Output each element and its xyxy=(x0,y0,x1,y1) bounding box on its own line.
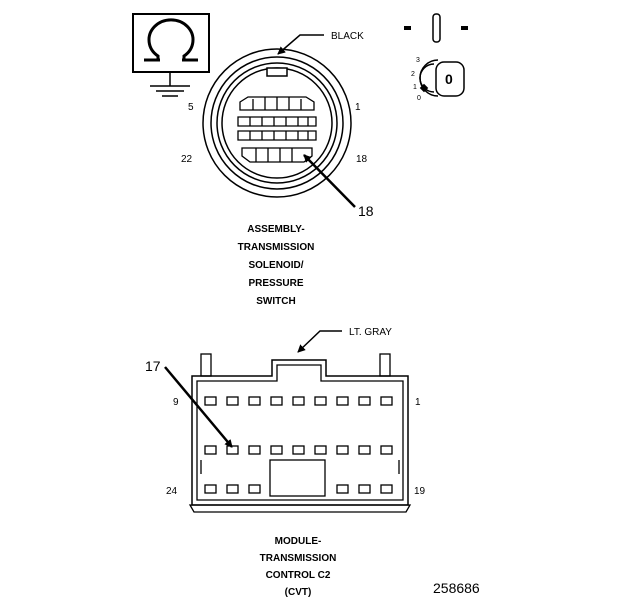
upper-caption-line: TRANSMISSION xyxy=(238,242,315,253)
lower-caption-line: TRANSMISSION xyxy=(260,553,337,564)
upper-caption: ASSEMBLY- TRANSMISSION SOLENOID/ PRESSUR… xyxy=(238,224,315,307)
lower-caption-line: (CVT) xyxy=(285,587,312,598)
upper-pin-label-top-left: 5 xyxy=(188,102,194,113)
upper-pin-label-bottom-left: 22 xyxy=(181,154,193,165)
upper-caption-line: SWITCH xyxy=(256,296,295,307)
upper-connector: BLACK 5 1 22 18 18 ASSEMBLY- TRANSMISSIO… xyxy=(181,31,374,307)
key-position-label: 0 xyxy=(417,95,421,102)
key-position-label: 3 xyxy=(416,57,420,64)
lower-caption-line: CONTROL C2 xyxy=(266,570,331,581)
ohm-ground-icon xyxy=(132,13,210,97)
lower-connector: LT. GRAY 9 1 24 19 17 MODULE- TRANSMISSI… xyxy=(145,327,426,598)
upper-pin-grid xyxy=(237,96,317,163)
lower-pin-label-bottom-left: 24 xyxy=(166,486,178,497)
key-label: 0 xyxy=(445,71,453,87)
upper-color-label: BLACK xyxy=(331,31,364,42)
upper-caption-line: ASSEMBLY- xyxy=(247,224,304,235)
key-position-label: 1 xyxy=(413,84,417,91)
upper-pin-label-bottom-right: 18 xyxy=(356,154,368,165)
upper-caption-line: PRESSURE xyxy=(248,278,303,289)
lower-pin-label-bottom-right: 19 xyxy=(414,486,426,497)
lower-caption: MODULE- TRANSMISSION CONTROL C2 (CVT) xyxy=(260,536,337,598)
lower-caption-line: MODULE- xyxy=(275,536,322,547)
upper-callout-label: 18 xyxy=(358,203,374,219)
lower-pin-label-top-right: 1 xyxy=(415,397,421,408)
lower-color-label: LT. GRAY xyxy=(349,327,392,338)
lower-pin-grid xyxy=(204,396,393,494)
lower-pin-label-top-left: 9 xyxy=(173,397,179,408)
key-position-label: 2 xyxy=(411,71,415,78)
figure-number: 258686 xyxy=(433,580,480,596)
upper-caption-line: SOLENOID/ xyxy=(248,260,303,271)
ignition-key-icon: 3 2 1 0 0 xyxy=(404,13,468,102)
upper-pin-label-top-right: 1 xyxy=(355,102,361,113)
lower-callout-label: 17 xyxy=(145,358,161,374)
